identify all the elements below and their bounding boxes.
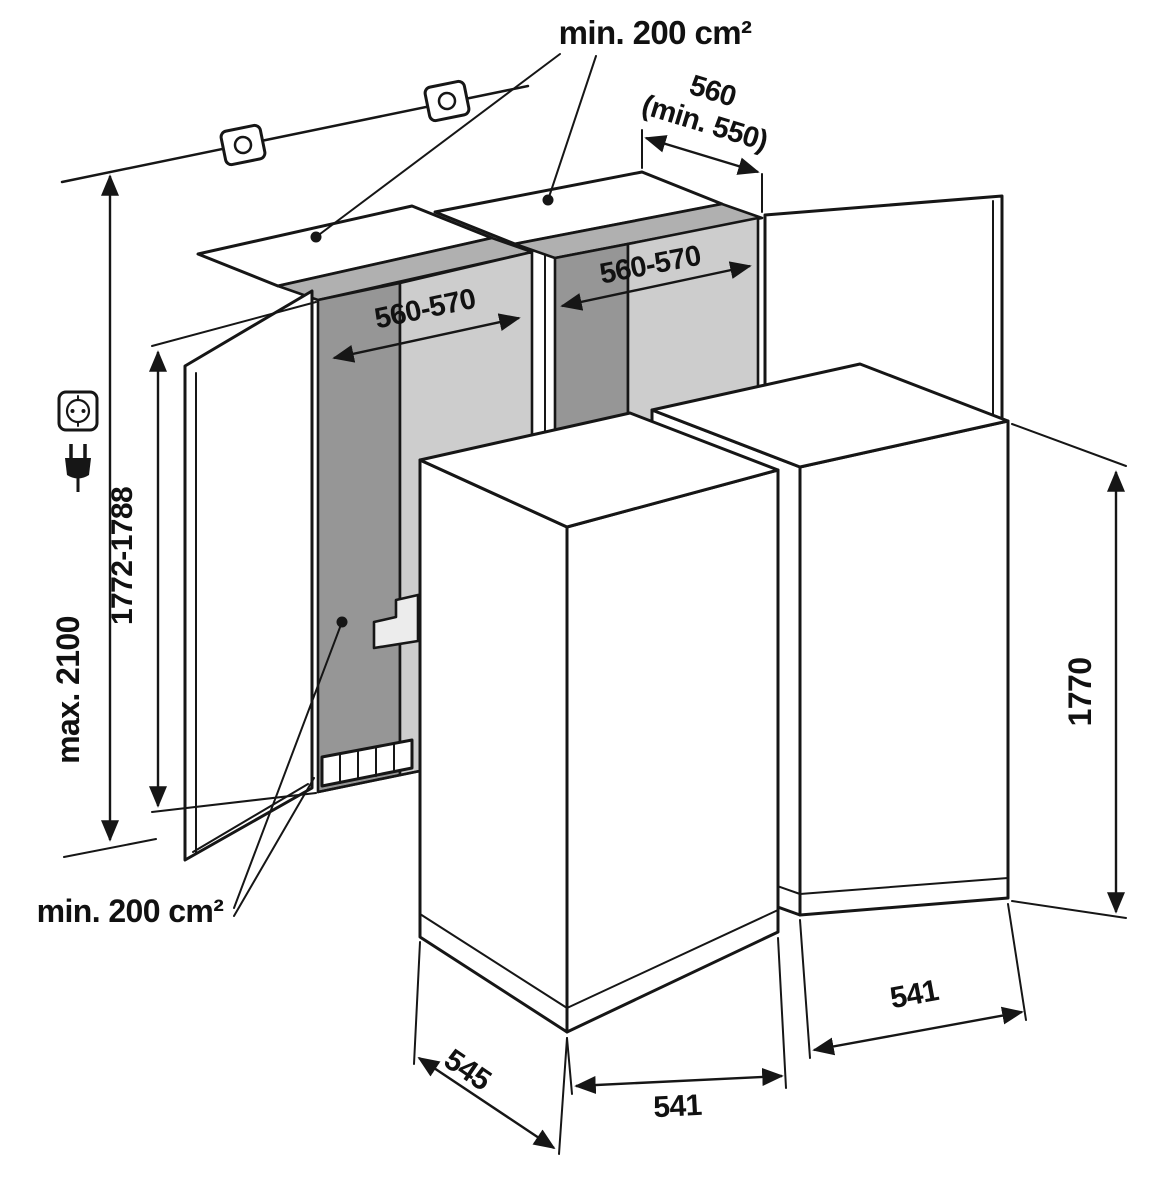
power-connection: [57, 390, 99, 492]
niche-height-dimension: 1772-1788: [106, 301, 317, 813]
dimension-arrow: [560, 261, 752, 311]
leader-line: [233, 621, 343, 909]
leader-line: [547, 55, 597, 201]
ceiling-height-dimension: max. 2100: [50, 174, 157, 858]
appliance-height-label: 1770: [1062, 658, 1098, 727]
appliance-height-dimension: 1770: [1011, 423, 1127, 919]
extension-line: [1011, 900, 1127, 919]
extension-line: [566, 1037, 573, 1095]
niche-ceiling: [513, 202, 764, 260]
left-appliance: [418, 411, 780, 1034]
socket-pin-hole: [70, 409, 75, 413]
power-socket-icon: [57, 390, 99, 432]
extension-line: [63, 838, 157, 858]
extension-line: [151, 792, 317, 813]
extension-line: [777, 937, 787, 1089]
dimension-arrow: [574, 1067, 784, 1095]
right-appliance-width-label: 541: [888, 974, 941, 1015]
left-appliance-width-label: 541: [653, 1089, 703, 1124]
left-niche-door: [183, 289, 314, 862]
niche-height-label: 1772-1788: [106, 487, 139, 625]
power-plug-icon: [65, 444, 91, 492]
dimension-arrow: [644, 135, 760, 175]
niche-side-wall: [316, 281, 402, 794]
appliance-top-face: [418, 411, 780, 529]
service-step: [372, 593, 420, 650]
leader-dot: [336, 616, 348, 628]
kickplate-line: [799, 877, 1009, 895]
left-appliance-width-dimension: 541: [566, 937, 787, 1124]
extension-line: [413, 941, 421, 1065]
top-ventilation-label: min. 200 cm²: [559, 14, 752, 51]
extension-line: [1011, 423, 1127, 467]
leader-dot: [542, 194, 554, 206]
ceiling-height-label: max. 2100: [50, 616, 86, 764]
bottom-ventilation-callout: min. 200 cm²: [37, 616, 348, 929]
dimension-arrow: [417, 1057, 556, 1149]
socket-pin-hole: [81, 409, 86, 413]
kickplate-line: [419, 913, 568, 1009]
plug-body: [65, 458, 91, 479]
extension-line: [151, 301, 317, 347]
wall-and-brackets: [60, 79, 530, 184]
leader-dot: [310, 231, 322, 243]
leader-line: [233, 777, 315, 917]
bottom-vent-grille: [320, 738, 414, 788]
grille-frame: [320, 738, 414, 788]
extension-line: [799, 919, 811, 1059]
door-panel: [183, 289, 314, 862]
kickplate-line: [566, 909, 779, 1009]
dimension-arrow: [332, 313, 521, 363]
bracket-hole: [437, 91, 457, 111]
appliance-front-face: [798, 419, 1010, 917]
leader-line: [315, 53, 561, 238]
bottom-ventilation-label: min. 200 cm²: [37, 893, 224, 929]
appliance-front-face: [565, 468, 780, 1034]
bracket-plate: [423, 79, 471, 123]
extension-line: [558, 1037, 568, 1155]
dimension-arrow: [812, 1006, 1024, 1056]
mounting-bracket-icon: [423, 79, 471, 123]
right-appliance-width-dimension: 541: [799, 903, 1027, 1059]
appliance-side-face: [418, 458, 569, 1034]
mounting-bracket-icon: [219, 123, 267, 167]
bracket-plate: [219, 123, 267, 167]
extension-line: [1007, 903, 1027, 1021]
top-ventilation-callout: min. 200 cm²: [310, 14, 753, 243]
appliance-top-face: [650, 362, 1010, 469]
socket-frame: [57, 390, 99, 432]
appliance-depth-label: 545: [438, 1043, 496, 1097]
bracket-hole: [233, 135, 253, 155]
